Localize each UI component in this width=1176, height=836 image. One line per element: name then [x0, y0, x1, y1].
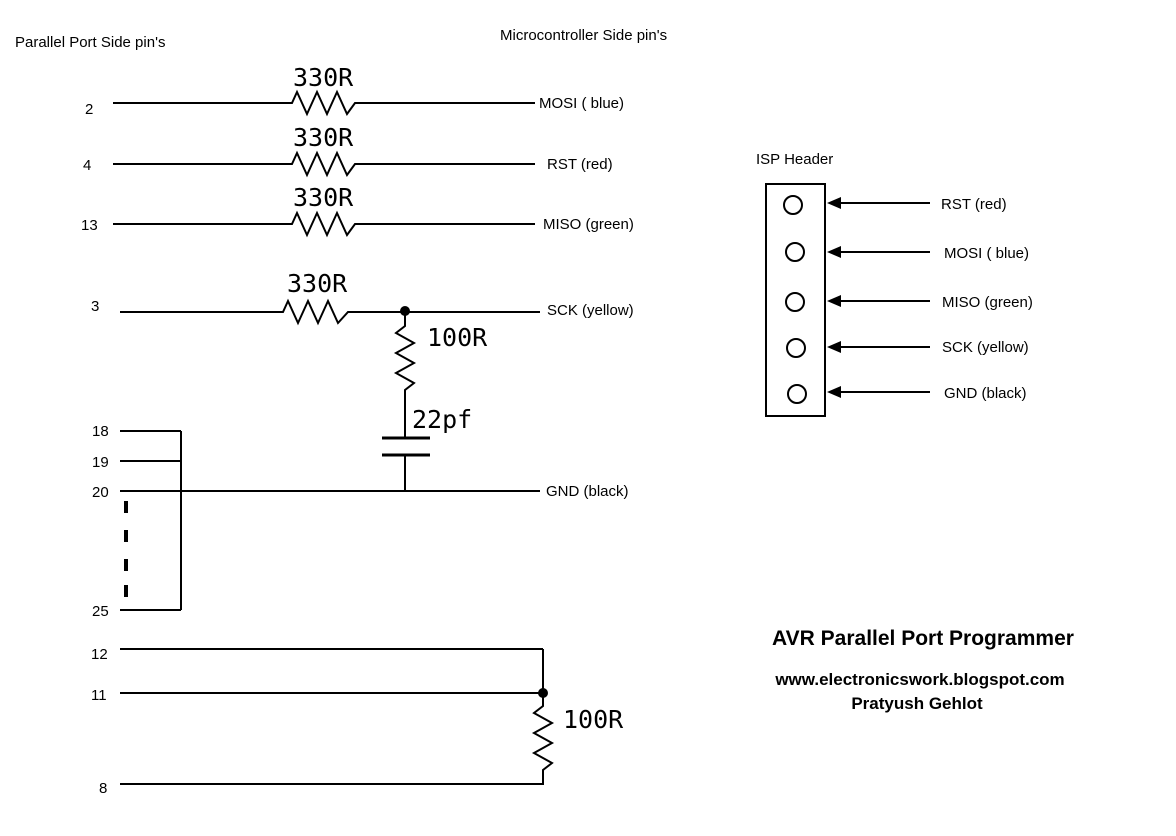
blog-url: www.electronicswork.blogspot.com — [774, 670, 1064, 689]
resistor-330r — [113, 210, 535, 238]
micro-side-heading: Microcontroller Side pin's — [500, 27, 667, 44]
sck-line: 3 330R SCK (yellow) 100R 22pf — [91, 269, 634, 491]
miso-line: 13 330R MISO (green) — [81, 183, 634, 238]
resistor-value: 100R — [563, 705, 624, 734]
pin-label: 11 — [91, 687, 107, 704]
pin-label: 19 — [92, 454, 109, 471]
resistor-value: 330R — [293, 123, 354, 152]
pin-label: 13 — [81, 217, 98, 234]
isp-pin-label: MISO (green) — [942, 294, 1033, 311]
header-pin-hole — [787, 384, 807, 404]
header-pin-hole — [785, 242, 805, 262]
resistor-330r — [120, 298, 540, 326]
signal-label: GND (black) — [546, 483, 629, 500]
isp-header-label: ISP Header — [756, 151, 833, 168]
diagram-title: AVR Parallel Port Programmer — [772, 627, 1074, 650]
isp-pin-label: SCK (yellow) — [942, 339, 1029, 356]
resistor-value: 330R — [287, 269, 348, 298]
pin-label: 18 — [92, 423, 109, 440]
pin-label: 4 — [83, 157, 91, 174]
isp-pin-label: GND (black) — [944, 385, 1027, 402]
pin-label: 25 — [92, 603, 109, 620]
arrow-head — [827, 295, 841, 307]
resistor-100r — [393, 311, 417, 438]
header-pin-hole — [785, 292, 805, 312]
resistor-value: 330R — [293, 183, 354, 212]
title-block: AVR Parallel Port Programmer www.electro… — [772, 627, 1074, 713]
bottom-group: 12 11 8 100R — [91, 646, 624, 797]
signal-label: MOSI ( blue) — [539, 95, 624, 112]
pin-label: 20 — [92, 484, 109, 501]
rst-line: 4 330R RST (red) — [83, 123, 613, 178]
resistor-330r — [113, 89, 535, 117]
capacitor-value: 22pf — [412, 405, 472, 434]
arrow-head — [827, 386, 841, 398]
arrow-head — [827, 341, 841, 353]
header-pin-hole — [786, 338, 806, 358]
gnd-group: 18 19 20 25 GND (black) — [92, 423, 629, 620]
signal-label: RST (red) — [547, 156, 613, 173]
pin-label: 12 — [91, 646, 108, 663]
pin-label: 2 — [85, 101, 93, 118]
mosi-line: 2 330R MOSI ( blue) — [85, 63, 624, 118]
resistor-330r — [113, 150, 535, 178]
header-pin-hole — [783, 195, 803, 215]
resistor-100r — [120, 693, 555, 785]
header-body — [765, 183, 826, 417]
resistor-value: 100R — [427, 323, 488, 352]
isp-pin-label: MOSI ( blue) — [944, 245, 1029, 262]
pin-label: 3 — [91, 298, 99, 315]
parallel-side-heading: Parallel Port Side pin's — [15, 34, 165, 51]
pin-label: 8 — [99, 780, 107, 797]
arrow-head — [827, 246, 841, 258]
resistor-value: 330R — [293, 63, 354, 92]
author-name: Pratyush Gehlot — [851, 694, 983, 713]
signal-label: MISO (green) — [543, 216, 634, 233]
arrow-head — [827, 197, 841, 209]
isp-header: ISP Header RST (red) MOSI ( blue) MISO (… — [756, 151, 1033, 417]
signal-label: SCK (yellow) — [547, 302, 634, 319]
isp-pin-label: RST (red) — [941, 196, 1007, 213]
